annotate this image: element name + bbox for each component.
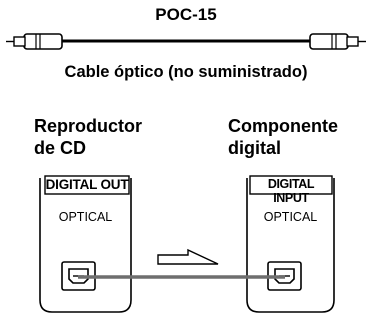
cd-player-label-line1: Reproductor: [34, 116, 142, 136]
optical-jack-in-icon: [267, 261, 302, 291]
digital-input-title-box: [249, 175, 333, 195]
cd-player-label: Reproductor de CD: [34, 115, 142, 159]
optical-out-label: OPTICAL: [58, 210, 113, 224]
signal-direction-arrow-icon: [157, 248, 219, 265]
digital-input-title: DIGITAL INPUT: [267, 177, 315, 205]
digital-component-label: Componente digital: [228, 115, 338, 159]
optical-in-label: OPTICAL: [263, 210, 318, 224]
cd-player-panel: [39, 175, 132, 313]
cd-player-label-line2: de CD: [34, 138, 87, 158]
digital-out-title: DIGITAL OUT: [45, 177, 129, 192]
digital-component-label-line1: Componente: [228, 116, 338, 136]
digital-component-panel: [246, 175, 335, 313]
cable-model-label: POC-15: [155, 5, 217, 24]
cable-caption: Cable óptico (no suministrado): [64, 63, 308, 81]
optical-cable-illustration: [6, 33, 366, 50]
left-plug-icon: [6, 33, 63, 50]
right-plug-icon: [309, 33, 366, 50]
digital-out-title-box: [44, 175, 130, 195]
digital-component-label-line2: digital: [228, 138, 281, 158]
